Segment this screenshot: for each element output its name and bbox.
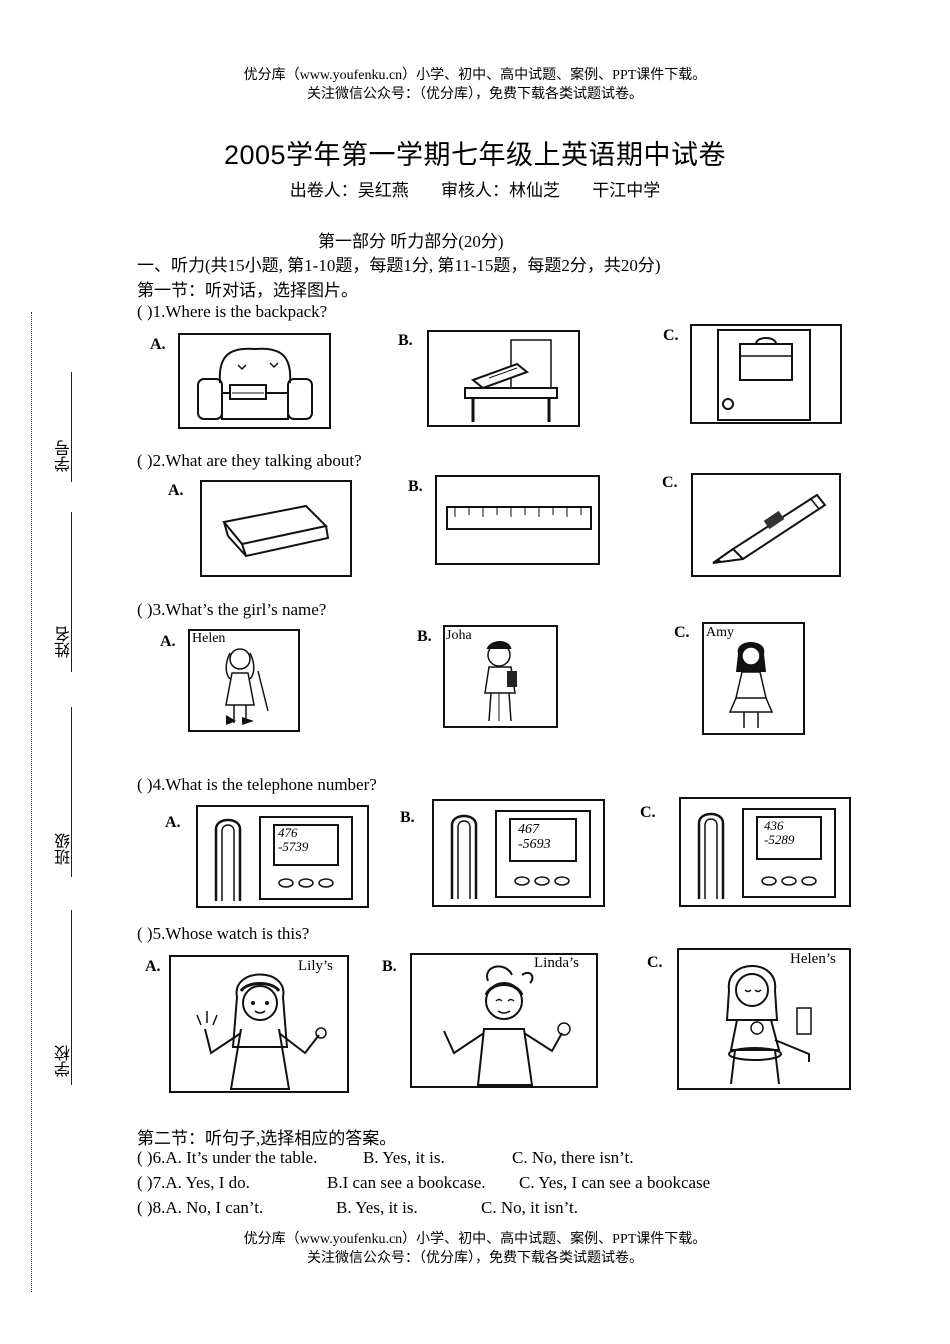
q5-option-b-letter: B. (382, 958, 397, 975)
item-8-option-b: B. Yes, it is. (336, 1198, 418, 1217)
q4-number-b-top: 467 (518, 822, 539, 837)
footer-line-2: 关注微信公众号：（优分库），免费下载各类试题试卷。 (307, 1251, 643, 1266)
q2-image-eraser (200, 480, 352, 577)
q5-name-label-a: Lily’s (298, 958, 334, 974)
question-2: ( )2.What are they talking about? (137, 451, 362, 470)
q3-option-a-letter: A. (160, 633, 176, 650)
section2-sub: 第二节：听句子,选择相应的答案。 (137, 1129, 397, 1148)
label-name: 姓名 (56, 626, 73, 658)
q5-image-linda (410, 953, 598, 1088)
q5-image-helen (677, 948, 851, 1090)
q4-option-c-letter: C. (640, 804, 656, 821)
page-title: 2005学年第一学期七年级上英语期中试卷 (223, 140, 727, 170)
part1-heading: 第一部分 听力部分(20分) (318, 232, 504, 251)
header-line-2: 关注微信公众号：（优分库），免费下载各类试题试卷。 (307, 87, 643, 102)
q1-image-sofa (178, 333, 331, 429)
authors-line: 出卷人：吴红燕 审核人：林仙芝 干江中学 (0, 176, 950, 201)
footer-line-1: 优分库（www.youfenku.cn）小学、初中、高中试题、案例、PPT课件下… (243, 1232, 707, 1247)
setter: 出卷人：吴红燕 (289, 181, 409, 200)
item-6-option-a: A. It’s under the table. (165, 1148, 318, 1167)
q4-number-b-bottom: -5693 (518, 837, 551, 852)
item-7-option-a: A. Yes, I do. (165, 1173, 250, 1192)
section1-intro: 一、听力(共15小题, 第1-10题，每题1分, 第11-15题，每题2分，共2… (137, 256, 661, 275)
q5-option-c-letter: C. (647, 954, 663, 971)
field-rule-name (71, 512, 72, 672)
q1-image-table (427, 330, 580, 427)
sentence-item-8: ( )8.A. No, I can’t. (137, 1198, 263, 1218)
question-3: ( )3.What’s the girl’s name? (137, 600, 327, 619)
field-rule-student-no (71, 372, 72, 482)
q4-option-b-letter: B. (400, 809, 415, 826)
item-6-option-c: C. No, there isn’t. (512, 1148, 634, 1167)
question-5: ( )5.Whose watch is this? (137, 924, 310, 943)
q5-option-a-letter: A. (145, 958, 161, 975)
binding-margin-dotted-line (31, 312, 32, 1292)
q2-option-c-letter: C. (662, 474, 678, 491)
q2-image-pencil (691, 473, 841, 577)
q2-image-ruler (435, 475, 600, 565)
q4-number-a-top: 476 (278, 825, 298, 840)
q1-image-door (690, 324, 842, 424)
item-7-num: ( )7. (137, 1173, 166, 1192)
question-4: ( )4.What is the telephone number? (137, 775, 377, 794)
q5-image-lily (169, 955, 349, 1093)
q4-image-phone-c (679, 797, 851, 907)
q4-number-c-bottom: -5289 (764, 832, 795, 847)
reviewer: 审核人：林仙芝 (441, 181, 560, 200)
q3-option-b-letter: B. (417, 628, 432, 645)
field-rule-school (71, 910, 72, 1085)
school: 干江中学 (592, 181, 661, 200)
header-line-1: 优分库（www.youfenku.cn）小学、初中、高中试题、案例、PPT课件下… (243, 68, 707, 83)
q4-option-a-letter: A. (165, 814, 181, 831)
q3-name-label-c: Amy (706, 625, 734, 641)
question-1: ( )1.Where is the backpack? (137, 302, 328, 321)
item-7-option-c: C. Yes, I can see a bookcase (519, 1173, 711, 1192)
q3-option-c-letter: C. (674, 624, 690, 641)
item-6-option-b: B. Yes, it is. (363, 1148, 445, 1167)
q5-name-label-c: Helen’s (790, 951, 836, 967)
q1-option-c-letter: C. (663, 327, 679, 344)
q5-name-label-b: Linda’s (534, 955, 579, 971)
q4-image-phone-b (432, 799, 605, 907)
label-class: 班级 (56, 833, 73, 865)
q3-name-label-b: Joha (446, 628, 472, 644)
item-8-option-c: C. No, it isn’t. (481, 1198, 578, 1217)
sentence-item-6: ( )6.A. It’s under the table. (137, 1148, 317, 1168)
section1-sub: 第一节：听对话，选择图片。 (137, 281, 358, 300)
q2-option-a-letter: A. (168, 482, 184, 499)
label-school: 学校 (56, 1045, 73, 1077)
q3-name-label-a: Helen (192, 631, 226, 647)
item-7-option-b: B.I can see a bookcase. (327, 1173, 486, 1192)
sentence-item-7: ( )7.A. Yes, I do. (137, 1173, 250, 1193)
item-8-num: ( )8. (137, 1198, 166, 1217)
label-student-no: 学号 (56, 440, 73, 472)
item-6-num: ( )6. (137, 1148, 166, 1167)
q4-number-a-bottom: -5739 (278, 839, 309, 854)
q1-option-b-letter: B. (398, 332, 413, 349)
q4-image-phone-a (196, 805, 369, 908)
item-8-option-a: A. No, I can’t. (165, 1198, 264, 1217)
field-rule-class (71, 707, 72, 877)
q1-option-a-letter: A. (150, 336, 166, 353)
q4-number-c-top: 436 (764, 818, 784, 833)
q2-option-b-letter: B. (408, 478, 423, 495)
